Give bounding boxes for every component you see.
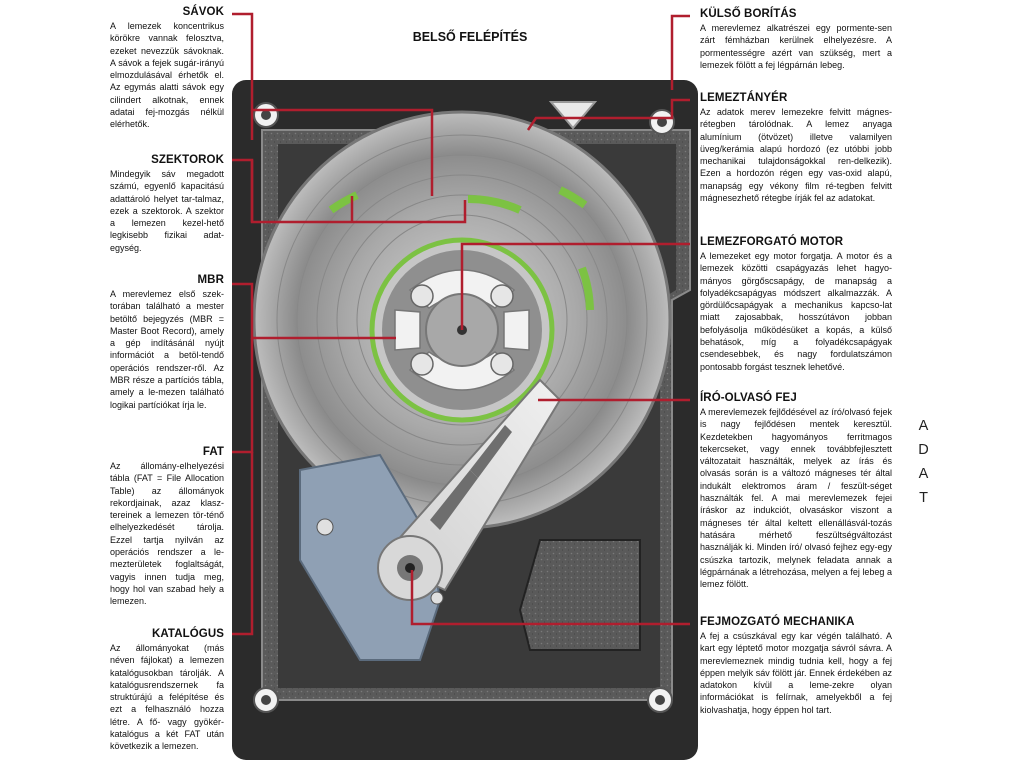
corner-screws [253, 102, 675, 713]
section-szektorok: SZEKTOROK Mindegyik sáv megadott számú, … [110, 154, 224, 254]
section-text: A merevlemez alkatrészei egy pormente-se… [700, 23, 892, 70]
section-text: A lemezeket egy motor forgatja. A motor … [700, 251, 892, 372]
section-fejmozgato-mechanika: FEJMOZGATÓ MECHANIKA A fej a csúszkával … [700, 616, 892, 716]
section-text: A merevlemezek fejlődésével az író/olvas… [700, 407, 892, 590]
magnet-block [518, 539, 641, 651]
section-fat: FAT Az állomány-elhelyezési tábla (FAT =… [110, 446, 224, 608]
section-lemeztanyer: LEMEZTÁNYÉR Az adatok merev lemezekre fe… [700, 92, 892, 204]
clamp-screws [410, 284, 514, 376]
section-text: Mindegyik sáv megadott számú, egyenlő ka… [110, 169, 224, 253]
sector-marks [328, 186, 594, 311]
side-letter: A [918, 418, 930, 434]
section-mbr: MBR A merevlemez első szek-torában talál… [110, 274, 224, 411]
section-title: ÍRÓ-OLVASÓ FEJ [700, 392, 797, 404]
section-title: MBR [197, 274, 224, 286]
callout-lines [232, 12, 690, 636]
section-title: FAT [202, 446, 224, 458]
section-title: LEMEZTÁNYÉR [700, 92, 788, 104]
section-text: Az adatok merev lemezekre felvitt mágnes… [700, 107, 892, 204]
section-text: A fej a csúszkával egy kar végén találha… [700, 631, 892, 715]
section-title: LEMEZFORGATÓ MOTOR [700, 236, 844, 248]
section-katalogus: KATALÓGUS Az állományokat (más néven fáj… [110, 628, 224, 753]
page-title: BELSŐ FELÉPÍTÉS [412, 30, 528, 44]
section-iro-olvaso-fej: ÍRÓ-OLVASÓ FEJ A merevlemezek fejlődésév… [700, 392, 892, 590]
section-kulso-boritas: KÜLSŐ BORÍTÁS A merevlemez alkatrészei e… [700, 8, 892, 71]
arm-cutouts [430, 425, 512, 530]
section-savok: SÁVOK A lemezek koncentrikus körökre van… [110, 6, 224, 131]
section-text: A lemezek koncentrikus körökre vannak fe… [110, 21, 224, 130]
section-title: KÜLSŐ BORÍTÁS [700, 8, 797, 20]
side-letter: A [918, 466, 930, 482]
section-text: A merevlemez első szek-torában található… [110, 289, 224, 410]
side-letter: T [919, 490, 929, 506]
section-title: KATALÓGUS [151, 628, 224, 640]
side-letter: D [918, 442, 930, 458]
section-title: FEJMOZGATÓ MECHANIKA [700, 616, 855, 628]
section-title: SZEKTOROK [151, 154, 224, 166]
actuator-body [299, 453, 444, 661]
section-title: SÁVOK [182, 6, 224, 18]
section-lemezforgato-motor: LEMEZFORGATÓ MOTOR A lemezeket egy motor… [700, 236, 892, 373]
side-vertical-text: A D A T [914, 418, 934, 514]
section-text: Az állomány-elhelyezési tábla (FAT = Fil… [110, 461, 224, 607]
triangle-mark-icon [548, 101, 598, 130]
section-text: Az állományokat (más néven fájlokat) a l… [110, 643, 224, 752]
